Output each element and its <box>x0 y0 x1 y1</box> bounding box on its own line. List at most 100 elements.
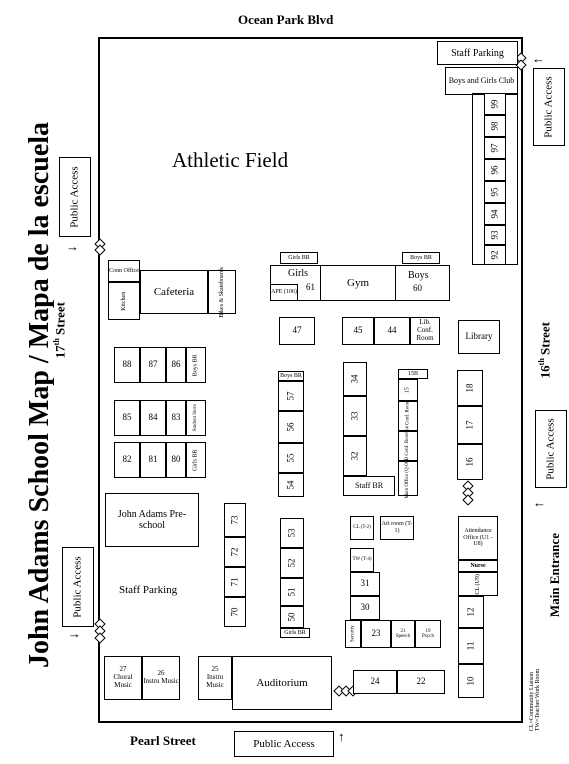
room-71: 71 <box>224 567 246 597</box>
room-d-conf: D Conf. Room <box>398 431 418 461</box>
room-14-conf: 14 Conf. Room <box>398 401 418 431</box>
room-18: 18 <box>457 370 483 406</box>
room-73: 73 <box>224 503 246 537</box>
room-24: 24 <box>353 670 397 694</box>
room-81: 81 <box>140 442 166 478</box>
main-entrance-label: Main Entrance <box>546 532 562 618</box>
cafeteria: Cafeteria <box>140 270 208 314</box>
room-57: 57 <box>278 381 304 411</box>
legend: CL=Community Liaison TW=Teacher Work Roo… <box>529 669 541 731</box>
room-70: 70 <box>224 597 246 627</box>
public-access-west-north: Public Access <box>59 157 91 237</box>
room-51: 51 <box>280 578 304 606</box>
room-50: 50 <box>280 606 304 628</box>
room-15b: 15B <box>398 369 428 379</box>
preschool: John Adams Pre-school <box>105 493 199 547</box>
street-east: 16th Street <box>536 321 553 379</box>
room-85: 85 <box>114 400 140 436</box>
boys-girls-club: Boys and Girls Club <box>445 67 518 95</box>
legend-cl: CL=Community Liaison <box>528 671 535 732</box>
auditorium: Auditorium <box>232 656 332 710</box>
conn-office: Conn Office <box>108 260 140 282</box>
room-22: 22 <box>397 670 445 694</box>
legend-tw: TW=Teacher Work Room <box>534 668 541 732</box>
room-54: 54 <box>278 473 304 497</box>
room-84: 84 <box>140 400 166 436</box>
public-access-east-north: Public Access <box>533 68 565 146</box>
student-store: Student Store <box>186 400 206 436</box>
athletic-field: Athletic Field <box>172 148 289 172</box>
ape-room: APE (106) <box>270 284 298 301</box>
library: Library <box>458 320 500 354</box>
room-61: 61 <box>306 282 315 292</box>
street-west-wrap: 17th Street <box>20 302 100 358</box>
room-15: 15 <box>398 379 418 401</box>
room-47: 47 <box>279 317 315 345</box>
room-82: 82 <box>114 442 140 478</box>
room-94: 94 <box>484 203 506 225</box>
room-72: 72 <box>224 537 246 567</box>
cl-u9: CL (U9) <box>458 572 498 596</box>
room-44: 44 <box>374 317 410 345</box>
room-60: 60 <box>413 283 422 293</box>
room-45: 45 <box>342 317 374 345</box>
room-32: 32 <box>343 436 367 476</box>
lib-conf-room: Lib. Conf. Room <box>410 317 440 345</box>
room-86: 86 <box>166 347 186 383</box>
room-23: 23 <box>361 620 391 648</box>
main-office: Main Office (Q-08) <box>398 459 418 498</box>
public-access-south: Public Access <box>234 731 334 757</box>
girls-br-gym: Girls BR <box>280 252 318 264</box>
room-33: 33 <box>343 396 367 436</box>
room-96: 96 <box>484 159 506 181</box>
room-88: 88 <box>114 347 140 383</box>
room-93: 93 <box>484 225 506 245</box>
room-87: 87 <box>140 347 166 383</box>
room-55: 55 <box>278 443 304 473</box>
room-52: 52 <box>280 548 304 578</box>
attendance-office: Attendance Office (U1 - U8) <box>458 516 498 560</box>
arrow-right-icon: → <box>66 239 79 254</box>
staff-parking: Staff Parking <box>119 584 178 596</box>
girls-br-80: Girls BR <box>186 442 206 478</box>
arrow-right-icon: → <box>68 626 81 641</box>
security: Security <box>345 620 361 648</box>
arrow-up-icon: ↑ <box>338 729 345 744</box>
staff-parking-top: Staff Parking <box>437 41 518 65</box>
street-west: 17th Street <box>51 301 68 359</box>
room-30: 30 <box>350 596 380 620</box>
arrow-left-icon: ← <box>533 495 546 510</box>
room-97: 97 <box>484 137 506 159</box>
room-53: 53 <box>280 518 304 548</box>
boys-locker: Boys <box>408 270 429 281</box>
public-access-west-south: Public Access <box>62 547 94 627</box>
room-10: 10 <box>458 664 484 698</box>
art-room: Art room (T-1) <box>380 516 414 540</box>
room-17: 17 <box>457 406 483 444</box>
legend-wrap: CL=Community Liaison TW=Teacher Work Roo… <box>490 669 569 731</box>
public-access-east-south: Public Access <box>535 410 567 488</box>
room-11: 11 <box>458 628 484 664</box>
room-12: 12 <box>458 596 484 628</box>
room-99: 99 <box>484 93 506 115</box>
girls-br-50: Girls BR <box>280 628 310 638</box>
bikes-skateboards: Bikes & Skateboards <box>208 267 236 317</box>
nurse: Nurse <box>458 560 498 572</box>
cl-t2: CL (T-2) <box>350 516 374 540</box>
street-north: Ocean Park Blvd <box>238 12 334 27</box>
kitchen: Kitchen <box>108 282 140 320</box>
staff-br: Staff BR <box>343 476 395 496</box>
girls-locker: Girls <box>288 268 308 279</box>
room-98: 98 <box>484 115 506 137</box>
room-16: 16 <box>457 444 483 480</box>
room-83: 83 <box>166 400 186 436</box>
arrow-left-icon: ← <box>532 51 545 66</box>
room-56: 56 <box>278 411 304 443</box>
boys-br-86: Boys BR <box>186 347 206 383</box>
room-95: 95 <box>484 181 506 203</box>
